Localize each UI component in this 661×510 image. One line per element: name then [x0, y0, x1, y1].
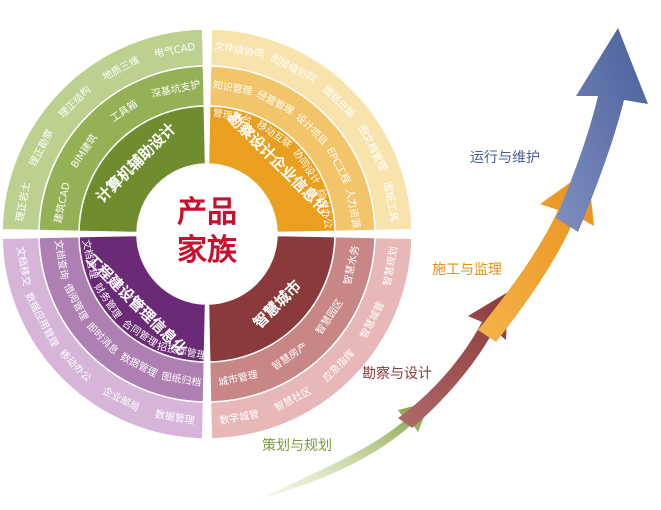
- center-title-line2: 家族: [177, 233, 238, 268]
- center-circle: [137, 164, 277, 304]
- stage-label-design: 勘察与设计: [362, 365, 432, 382]
- product-ring: 理正岩土理正勘察理正结构地质三维电气CAD建筑CADBIM建筑工具箱深基坑支护计…: [1, 28, 413, 440]
- arrow-segment-design: [398, 292, 508, 428]
- stage-label-build: 施工与监理: [432, 262, 502, 278]
- stage-label-plan: 策划与规划: [262, 437, 332, 454]
- center-title-line1: 产品: [177, 195, 237, 230]
- stage-label-operate: 运行与维护: [470, 150, 540, 166]
- arrow-segment-operate: [556, 28, 648, 232]
- lifecycle-arrow: [262, 28, 648, 498]
